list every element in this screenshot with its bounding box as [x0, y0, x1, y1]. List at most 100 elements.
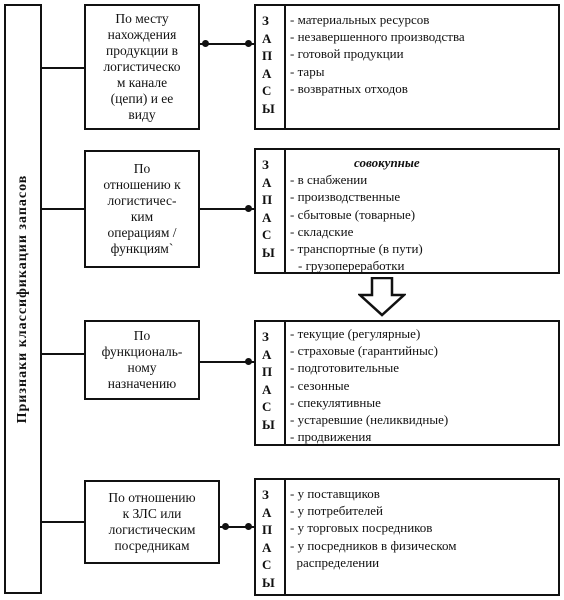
zapasy-letter: А: [262, 209, 272, 225]
criterion-2-line: функциям`: [110, 241, 174, 256]
criterion-1-line: продукции в: [106, 43, 178, 58]
list-item: - незавершенного производства: [290, 29, 465, 45]
list-item: - материальных ресурсов: [290, 12, 430, 27]
zapasy-column-1: З А П А С Ы: [256, 6, 286, 128]
criterion-4-line: посредникам: [114, 538, 190, 553]
zapasy-letter: С: [262, 83, 272, 99]
criterion-box-3: По функциональ- ному назначению: [84, 320, 200, 400]
connector-dot-1: [202, 40, 209, 47]
reserves-list-1: - материальных ресурсов - незавершенного…: [290, 11, 465, 97]
list-item: - тары: [290, 63, 325, 79]
criterion-2-line: отношению к: [103, 177, 181, 192]
list-item: - у торговых посредников: [290, 520, 433, 536]
connector-dot-4b: [245, 523, 252, 530]
criterion-4-line: По отношению: [108, 490, 196, 505]
zapasy-letter: З: [262, 157, 269, 172]
criterion-1-line: (цепи) и ее: [110, 91, 174, 106]
side-label-box: Признаки классификации запасов: [4, 4, 42, 594]
zapasy-letter: А: [262, 346, 272, 362]
connector-side-3: [42, 353, 84, 355]
list-item: - у посредников в физическом: [290, 537, 457, 553]
criterion-2-line: логистичес-: [107, 193, 177, 208]
list-heading: совокупные: [354, 155, 420, 170]
zapasy-letter: П: [262, 364, 273, 380]
zapasy-letter: С: [262, 227, 272, 243]
zapasy-letter: С: [262, 557, 272, 573]
reserves-box-1: З А П А С Ы - материальных ресурсов - не…: [254, 4, 560, 130]
reserves-list-4: - у поставщиков - у потребителей - у тор…: [290, 485, 456, 571]
zapasy-letter: А: [262, 381, 272, 397]
zapasy-letter: Ы: [262, 100, 275, 116]
down-arrow-icon: [358, 277, 406, 317]
list-item: - текущие (регулярные): [290, 326, 421, 341]
criterion-box-2: По отношению к логистичес- ким операциям…: [84, 150, 200, 268]
side-label: Признаки классификации запасов: [15, 174, 30, 424]
zapasy-column-4: З А П А С Ы: [256, 480, 286, 594]
zapasy-letter: А: [262, 504, 272, 520]
list-item: - подготовительные: [290, 360, 400, 376]
list-item: - сбытовые (товарные): [290, 206, 416, 222]
criterion-1-line: м канале: [116, 75, 168, 90]
criterion-1-line: логистическо: [103, 59, 181, 74]
zapasy-letter: З: [262, 487, 269, 502]
zapasy-letter: А: [262, 539, 272, 555]
zapasy-letter: С: [262, 399, 272, 415]
list-item: - готовой продукции: [290, 46, 404, 62]
reserves-list-2: совокупные - в снабжении - производствен…: [290, 154, 423, 274]
criterion-1-line: нахождения: [107, 27, 177, 42]
reserves-list-3: - текущие (регулярные) - страховые (гара…: [290, 325, 448, 445]
connector-side-4: [42, 521, 84, 523]
list-item: - устаревшие (неликвидные): [290, 412, 449, 428]
criterion-3-line: назначению: [107, 376, 177, 391]
criterion-4-line: логистическим: [108, 522, 196, 537]
criterion-2-line: ким: [130, 209, 154, 224]
criterion-1-line: виду: [128, 107, 156, 122]
list-item: - сезонные: [290, 377, 350, 393]
connector-dot-2: [245, 205, 252, 212]
connector-dot-3: [245, 358, 252, 365]
list-item: - грузопереработки: [298, 258, 405, 274]
criterion-3-line: ному: [127, 360, 157, 375]
criterion-4-line: к ЗЛС или: [122, 506, 182, 521]
zapasy-letter: П: [262, 48, 273, 64]
connector-1: [200, 43, 254, 45]
list-item: - у потребителей: [290, 503, 383, 519]
zapasy-letter: З: [262, 13, 269, 28]
connector-side-1: [42, 67, 84, 69]
connector-side-2: [42, 208, 84, 210]
criterion-3-line: функциональ-: [101, 344, 183, 359]
zapasy-letter: П: [262, 522, 273, 538]
zapasy-letter: А: [262, 30, 272, 46]
connector-3: [200, 361, 254, 363]
connector-2: [200, 208, 254, 210]
list-item: - складские: [290, 223, 354, 239]
connector-4: [220, 526, 254, 528]
list-item: - продвижения: [290, 429, 372, 445]
list-item: - спекулятивные: [290, 394, 381, 410]
criterion-2-line: По: [133, 161, 151, 176]
list-item: - у поставщиков: [290, 486, 380, 501]
zapasy-letter: А: [262, 65, 272, 81]
connector-dot-1b: [245, 40, 252, 47]
zapasy-letter: З: [262, 329, 269, 344]
zapasy-letter: Ы: [262, 244, 275, 260]
criterion-box-4: По отношению к ЗЛС или логистическим пос…: [84, 480, 220, 564]
reserves-box-3: З А П А С Ы - текущие (регулярные) - стр…: [254, 320, 560, 446]
zapasy-letter: А: [262, 174, 272, 190]
criterion-box-1: По месту нахождения продукции в логистич…: [84, 4, 200, 130]
list-item: - транспортные (в пути): [290, 241, 423, 257]
zapasy-column-3: З А П А С Ы: [256, 322, 286, 444]
criterion-2-line: операциям /: [107, 225, 177, 240]
zapasy-letter: Ы: [262, 416, 275, 432]
criterion-1-line: По месту: [115, 11, 169, 26]
list-item: - возвратных отходов: [290, 80, 408, 96]
zapasy-letter: Ы: [262, 574, 275, 590]
list-item: распределении: [290, 554, 380, 570]
list-item: - в снабжении: [290, 172, 368, 188]
connector-dot-4: [222, 523, 229, 530]
reserves-box-2: З А П А С Ы совокупные - в снабжении - п…: [254, 148, 560, 274]
criterion-3-line: По: [133, 328, 151, 343]
zapasy-letter: П: [262, 192, 273, 208]
list-item: - производственные: [290, 189, 401, 205]
reserves-box-4: З А П А С Ы - у поставщиков - у потребит…: [254, 478, 560, 596]
